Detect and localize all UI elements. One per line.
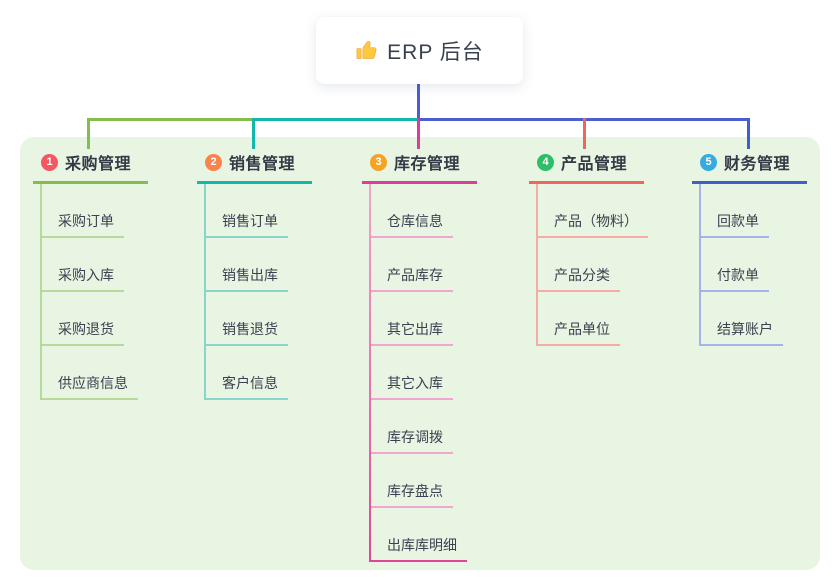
connector-horizontal-teal (252, 118, 418, 121)
child-node[interactable]: 采购退货 (40, 292, 124, 346)
child-node-label: 产品（物料） (554, 213, 638, 229)
child-node-label: 供应商信息 (58, 375, 128, 391)
child-node-label: 产品分类 (554, 267, 610, 283)
branch-node[interactable]: 3 库存管理 (362, 148, 477, 184)
branch-children: 销售订单销售出库销售退货客户信息 (204, 184, 288, 400)
branch-node[interactable]: 2 销售管理 (197, 148, 312, 184)
child-node-label: 结算账户 (717, 321, 773, 337)
root-node-label: ERP 后台 (387, 40, 484, 64)
child-node[interactable]: 出库库明细 (369, 508, 467, 562)
child-node[interactable]: 产品分类 (536, 238, 620, 292)
child-node-label: 采购入库 (58, 267, 114, 283)
branch-node-label: 销售管理 (229, 156, 296, 173)
connector-drop-branch-1 (87, 118, 90, 149)
child-node-label: 采购订单 (58, 213, 114, 229)
branch-column-finance: 5 财务管理 回款单付款单结算账户 (692, 148, 807, 346)
child-node[interactable]: 付款单 (699, 238, 769, 292)
branch-number-badge: 2 (205, 153, 222, 171)
child-node[interactable]: 结算账户 (699, 292, 783, 346)
child-node-label: 销售退货 (222, 321, 278, 337)
child-node-label: 付款单 (717, 267, 759, 283)
branch-number-badge: 3 (370, 153, 387, 171)
branch-node-label: 库存管理 (394, 156, 461, 173)
child-node[interactable]: 其它出库 (369, 292, 453, 346)
child-node[interactable]: 库存调拨 (369, 400, 453, 454)
root-node[interactable]: ERP 后台 (316, 17, 523, 84)
child-node[interactable]: 采购入库 (40, 238, 124, 292)
child-node-label: 产品库存 (387, 267, 443, 283)
child-node[interactable]: 其它入库 (369, 346, 453, 400)
child-node[interactable]: 产品单位 (536, 292, 620, 346)
connector-root-vertical (417, 84, 420, 119)
connector-drop-branch-5 (747, 118, 750, 149)
branch-column-sales: 2 销售管理 销售订单销售出库销售退货客户信息 (197, 148, 312, 400)
child-node-label: 出库库明细 (387, 537, 457, 553)
branch-node[interactable]: 4 产品管理 (529, 148, 644, 184)
child-node-label: 客户信息 (222, 375, 278, 391)
child-node-label: 回款单 (717, 213, 759, 229)
child-node-label: 采购退货 (58, 321, 114, 337)
child-node[interactable]: 客户信息 (204, 346, 288, 400)
branch-node[interactable]: 1 采购管理 (33, 148, 148, 184)
child-node-label: 仓库信息 (387, 213, 443, 229)
child-node-label: 销售出库 (222, 267, 278, 283)
branch-children: 采购订单采购入库采购退货供应商信息 (40, 184, 138, 400)
branch-node-label: 财务管理 (724, 156, 791, 173)
mindmap-panel (20, 137, 820, 570)
branch-children: 产品（物料） 产品分类产品单位 (536, 184, 648, 346)
child-node[interactable]: 产品库存 (369, 238, 453, 292)
child-node-label: 库存盘点 (387, 483, 443, 499)
branch-children: 仓库信息产品库存其它出库其它入库库存调拨库存盘点出库库明细 (369, 184, 467, 562)
child-node[interactable]: 销售订单 (204, 184, 288, 238)
child-node[interactable]: 库存盘点 (369, 454, 453, 508)
child-node-label: 产品单位 (554, 321, 610, 337)
child-node[interactable]: 产品（物料） (536, 184, 648, 238)
connector-drop-branch-2 (252, 118, 255, 149)
connector-drop-branch-4 (583, 118, 586, 149)
child-node[interactable]: 仓库信息 (369, 184, 453, 238)
branch-number-badge: 4 (537, 153, 554, 171)
child-node[interactable]: 采购订单 (40, 184, 124, 238)
branch-children: 回款单付款单结算账户 (699, 184, 783, 346)
child-node-label: 销售订单 (222, 213, 278, 229)
child-node[interactable]: 回款单 (699, 184, 769, 238)
child-node[interactable]: 供应商信息 (40, 346, 138, 400)
child-node-label: 其它入库 (387, 375, 443, 391)
child-node-label: 库存调拨 (387, 429, 443, 445)
branch-node-label: 产品管理 (561, 156, 628, 173)
branch-column-purchase: 1 采购管理 采购订单采购入库采购退货供应商信息 (33, 148, 148, 400)
branch-column-product: 4 产品管理 产品（物料） 产品分类产品单位 (529, 148, 648, 346)
branch-number-badge: 5 (700, 153, 717, 171)
branch-number-badge: 1 (41, 153, 58, 171)
child-node[interactable]: 销售出库 (204, 238, 288, 292)
branch-column-inventory: 3 库存管理 仓库信息产品库存其它出库其它入库库存调拨库存盘点出库库明细 (362, 148, 477, 562)
child-node[interactable]: 销售退货 (204, 292, 288, 346)
connector-horizontal-green (87, 118, 254, 121)
branch-node[interactable]: 5 财务管理 (692, 148, 807, 184)
branch-node-label: 采购管理 (65, 156, 132, 173)
thumbs-up-icon (355, 39, 378, 62)
connector-drop-branch-3 (417, 118, 420, 149)
child-node-label: 其它出库 (387, 321, 443, 337)
